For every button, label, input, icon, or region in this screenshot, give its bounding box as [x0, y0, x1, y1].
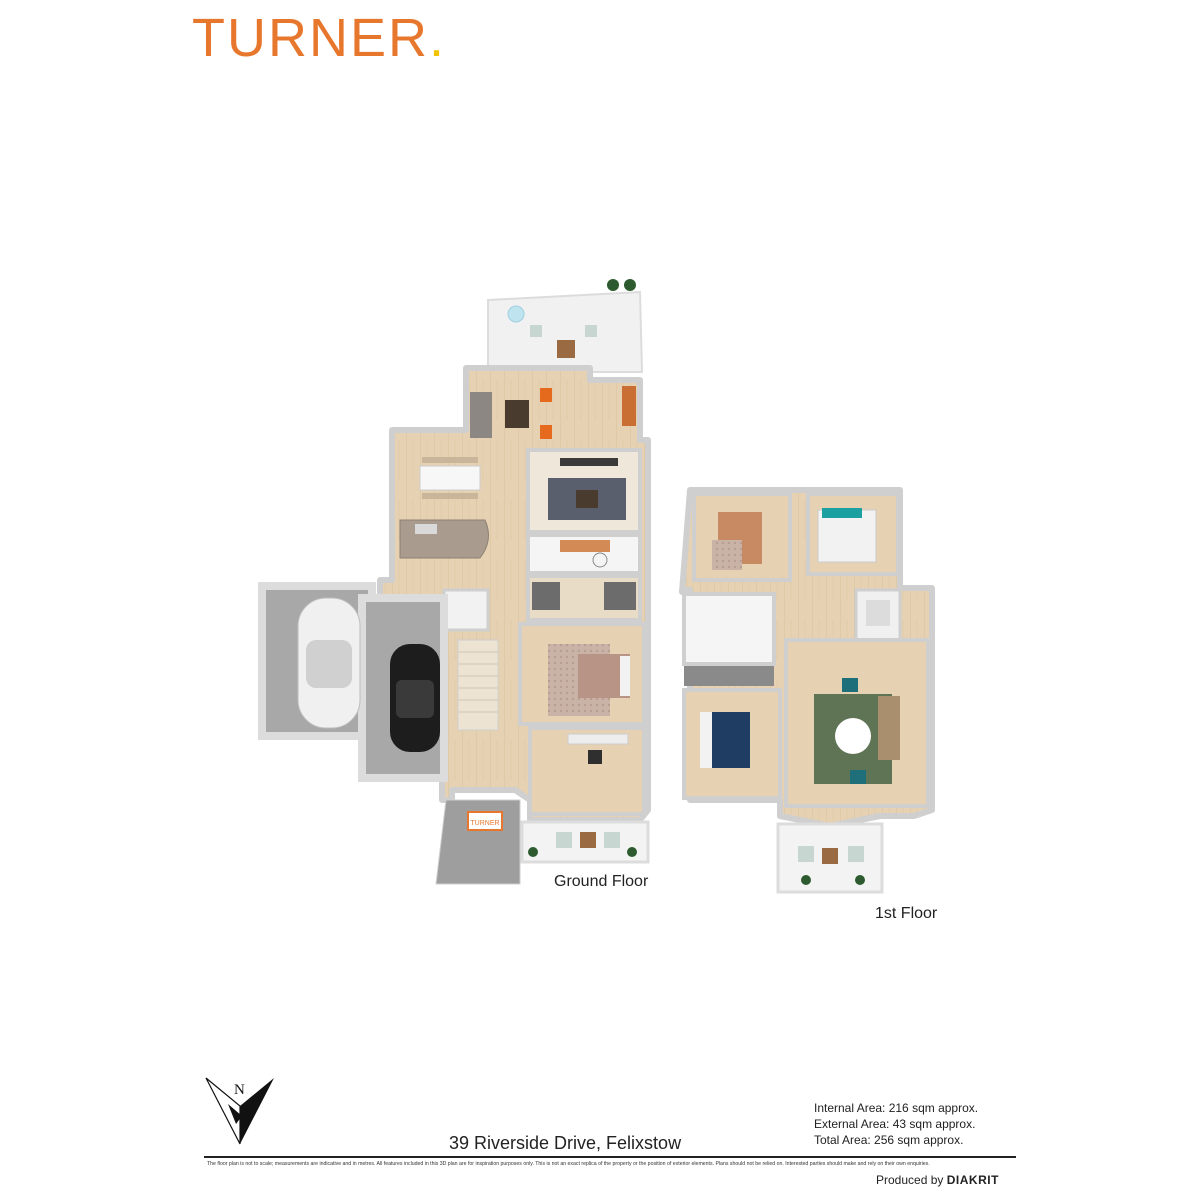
porch-plant — [627, 847, 637, 857]
rear-terrace — [487, 290, 644, 373]
internal-area: Internal Area: 216 sqm approx. — [814, 1101, 979, 1115]
lounge-armchair — [540, 425, 552, 439]
side-cabinet — [622, 386, 636, 426]
balcony-chair — [848, 846, 864, 862]
upstairs-robe — [684, 666, 774, 686]
producer-brand: DIAKRIT — [946, 1173, 999, 1187]
dining-table — [419, 465, 481, 491]
disclaimer-text: The floor plan is not to scale; measurem… — [207, 1161, 930, 1167]
upstairs-bathroom — [682, 592, 776, 666]
bedroom-4-pillows — [700, 712, 712, 768]
study-chair — [588, 750, 602, 764]
living-armchair — [850, 770, 866, 784]
outdoor-table — [557, 340, 575, 358]
robe-clothes — [532, 582, 560, 610]
ground-floor-label: Ground Floor — [554, 873, 649, 890]
bedroom-3-cushions — [822, 508, 862, 518]
bedroom-2-rug — [712, 540, 742, 570]
black-car-roof — [396, 680, 434, 718]
doormat-text: TURNER — [470, 820, 499, 827]
porch-table — [580, 832, 596, 848]
terrace-plant — [607, 279, 619, 291]
north-compass-icon: N — [205, 1077, 274, 1145]
dining-chairs — [422, 493, 478, 499]
porch-chair — [604, 832, 620, 848]
balcony-chair — [798, 846, 814, 862]
ground-floor: TURNER — [258, 279, 651, 885]
porch-plant — [528, 847, 538, 857]
lounge-armchair — [540, 388, 552, 402]
balcony-plant — [801, 875, 811, 885]
media-table — [576, 490, 598, 508]
white-car-roof — [306, 640, 352, 688]
study-desk — [567, 733, 629, 745]
bedroom-3-bed — [817, 509, 877, 563]
agency-logo: TURNER. — [192, 8, 446, 68]
outdoor-chair — [585, 325, 597, 337]
balcony-plant — [855, 875, 865, 885]
first-floor — [679, 487, 935, 894]
produced-by-label: Produced by — [876, 1173, 944, 1187]
living-armchair — [842, 678, 858, 692]
kitchen-island — [399, 519, 490, 559]
kitchen-sink — [415, 524, 437, 534]
footer-divider — [204, 1156, 1016, 1158]
logo-text: TURNER — [192, 8, 429, 68]
property-address: 39 Riverside Drive, Felixstow — [449, 1133, 682, 1153]
dining-chairs — [422, 457, 478, 463]
stair-void-steps — [866, 600, 890, 626]
bed-pillows — [620, 656, 630, 696]
tv-unit — [560, 458, 618, 466]
lounge-coffee-table — [505, 400, 529, 428]
porch-chair — [556, 832, 572, 848]
robe-clothes — [604, 582, 636, 610]
staircase — [457, 639, 499, 731]
terrace-planter — [507, 305, 525, 323]
external-area: External Area: 43 sqm approx. — [814, 1117, 976, 1131]
living-sofa — [878, 696, 900, 760]
first-floor-label: 1st Floor — [875, 905, 938, 922]
vanity — [560, 540, 610, 552]
total-area: Total Area: 256 sqm approx. — [814, 1133, 964, 1147]
double-garage — [258, 582, 448, 782]
doormat — [467, 811, 503, 831]
outdoor-chair — [530, 325, 542, 337]
bath-mirror — [592, 552, 608, 568]
laundry — [442, 588, 490, 632]
balcony-table — [822, 848, 838, 864]
produced-by-credit: Produced by DIAKRIT — [876, 1173, 999, 1187]
logo-dot: . — [429, 8, 447, 68]
front-porch — [520, 820, 650, 864]
lounge-sofa — [470, 392, 492, 438]
living-coffee-table — [835, 718, 871, 754]
north-label: N — [234, 1082, 245, 1098]
terrace-plant — [624, 279, 636, 291]
